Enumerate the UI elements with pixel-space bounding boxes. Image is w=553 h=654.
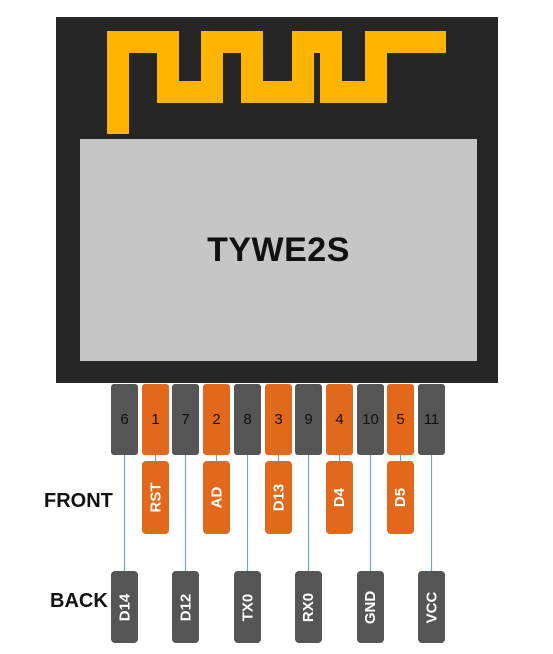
- pin-function-label: D14: [116, 593, 133, 621]
- pin-number: 10: [362, 411, 379, 428]
- pin-function-label: RST: [147, 482, 164, 513]
- pin-10: 10: [357, 384, 384, 455]
- pin-number: 4: [335, 411, 344, 428]
- back-label-pin-7: D12: [172, 571, 199, 643]
- pin-function-label: RX0: [300, 592, 317, 622]
- pin-number: 7: [181, 411, 190, 428]
- front-label-pin-4: D4: [326, 461, 353, 534]
- pin-5: 5: [387, 384, 414, 455]
- pin-number: 2: [212, 411, 221, 428]
- pin-function-label: D4: [331, 487, 348, 508]
- front-row-title: FRONT: [44, 490, 113, 512]
- pin-8: 8: [234, 384, 261, 455]
- pin-3: 3: [265, 384, 292, 455]
- pin-1: 1: [142, 384, 169, 455]
- pin-6: 6: [111, 384, 138, 455]
- pin-function-label: AD: [207, 486, 225, 509]
- pin-number: 9: [304, 411, 313, 428]
- pin-function-label: D13: [270, 483, 287, 512]
- pin-function-label: D12: [177, 593, 194, 621]
- pin-number: 3: [274, 411, 283, 428]
- pin-11: 11: [418, 384, 445, 455]
- module-label: TYWE2S: [207, 230, 350, 269]
- pin-function-label: GND: [362, 590, 379, 624]
- pin-function-label: D5: [392, 487, 409, 508]
- pin-7: 7: [172, 384, 199, 455]
- front-label-pin-5: D5: [387, 461, 414, 534]
- pin-4: 4: [326, 384, 353, 455]
- back-label-pin-8: TX0: [234, 571, 261, 643]
- back-label-pin-9: RX0: [295, 571, 322, 643]
- pin-2: 2: [203, 384, 230, 455]
- chip-shield: TYWE2S: [80, 139, 477, 361]
- pin-number: 8: [243, 411, 252, 428]
- pin-number: 6: [120, 411, 129, 428]
- back-row-title: BACK: [50, 590, 108, 612]
- back-label-pin-10: GND: [357, 571, 384, 643]
- back-label-pin-6: D14: [111, 571, 138, 643]
- pin-number: 5: [396, 411, 405, 428]
- pin-number: 11: [423, 411, 440, 428]
- front-label-pin-2: AD: [203, 461, 230, 534]
- pin-function-label: VCC: [423, 591, 441, 623]
- pin-number: 1: [151, 411, 160, 428]
- front-label-pin-3: D13: [265, 461, 292, 534]
- pin-function-label: TX0: [239, 593, 257, 621]
- back-label-pin-11: VCC: [418, 571, 445, 643]
- pin-9: 9: [295, 384, 322, 455]
- front-label-pin-1: RST: [142, 461, 169, 534]
